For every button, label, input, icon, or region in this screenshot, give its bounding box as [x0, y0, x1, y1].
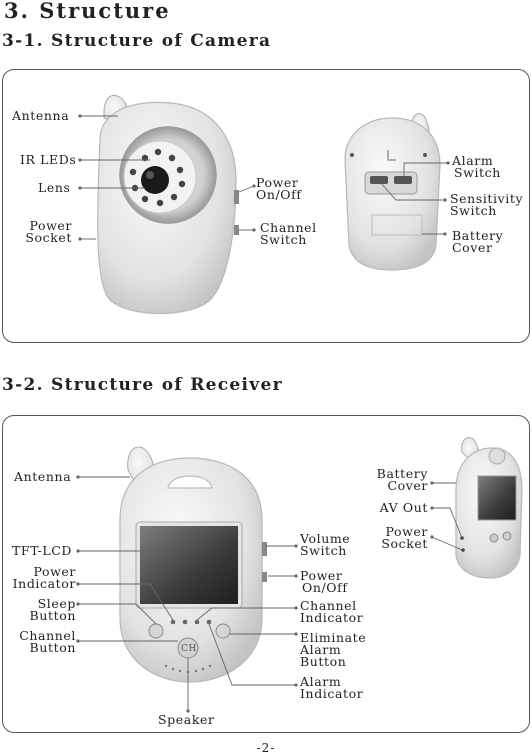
label-receiver-antenna: Antenna	[14, 469, 72, 484]
label-sensitivity-switch: Sensitivity Switch	[450, 191, 524, 218]
label-tft-lcd: TFT-LCD	[12, 543, 73, 558]
receiver-leader-lines	[78, 476, 463, 711]
camera-lens	[141, 166, 169, 194]
label-camera-power-socket: Power Socket	[25, 218, 72, 245]
label-channel-button: Channel Button	[19, 628, 76, 655]
label-alarm-switch: Alarm Switch	[452, 153, 501, 180]
label-channel-indicator: Channel Indicator	[300, 598, 364, 625]
receiver-front-illustration	[119, 446, 267, 683]
sensitivity-switch-shape	[370, 176, 388, 184]
label-camera-power-onoff: Power On/Off	[256, 175, 302, 202]
camera-leader-dots	[78, 114, 450, 241]
label-av-out: AV Out	[379, 500, 428, 515]
label-camera-channel-switch: Channel Switch	[260, 220, 317, 247]
camera-leader-lines	[80, 115, 448, 240]
label-speaker: Speaker	[158, 712, 215, 727]
label-receiver-power-socket: Power Socket	[381, 524, 428, 551]
receiver-lcd	[140, 526, 238, 604]
camera-panel	[2, 69, 530, 343]
label-ir-leds: IR LEDs	[20, 152, 77, 167]
label-lens: Lens	[38, 180, 71, 195]
receiver-hanger-hole	[167, 475, 213, 489]
receiver-sleep-button	[148, 623, 164, 639]
label-volume-switch: Volume Switch	[300, 531, 351, 558]
ch-button-glyph: CH	[181, 644, 197, 654]
alarm-switch-shape	[394, 176, 412, 184]
receiver-indicators	[170, 619, 212, 625]
label-alarm-indicator: Alarm Indicator	[300, 674, 364, 701]
label-sleep-button: Sleep Button	[29, 596, 76, 623]
camera-front-illustration	[97, 95, 239, 314]
label-camera-antenna: Antenna	[12, 108, 70, 123]
camera-back-illustration	[344, 113, 441, 271]
label-receiver-battery-cover: Battery Cover	[376, 466, 428, 493]
receiver-leader-dots	[76, 475, 434, 713]
receiver-side-illustration	[455, 437, 523, 579]
receiver-eliminate-button	[215, 623, 231, 639]
label-power-indicator: Power Indicator	[12, 564, 76, 591]
section-heading: 3. Structure	[4, 0, 171, 23]
receiver-section-title: 3-2. Structure of Receiver	[2, 375, 283, 395]
label-camera-battery-cover: Battery Cover	[452, 228, 504, 255]
page-number: -2-	[256, 741, 276, 755]
camera-section-title: 3-1. Structure of Camera	[2, 31, 272, 51]
label-eliminate-alarm-button: Eliminate Alarm Button	[300, 630, 367, 669]
label-receiver-power-onoff: Power On/Off	[300, 568, 348, 595]
